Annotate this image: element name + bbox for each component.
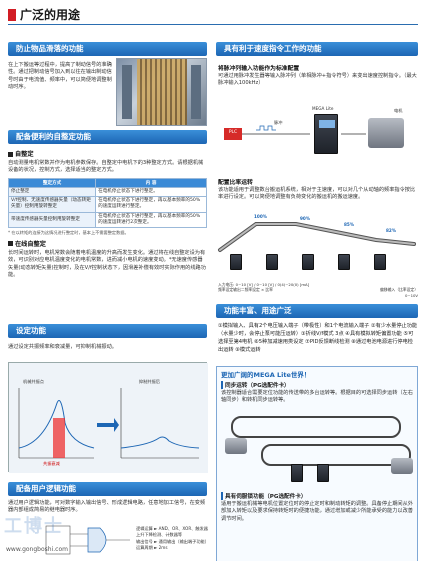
page-title: 广泛的用途 <box>8 6 80 23</box>
section-user-logic-header: 配备用户逻辑功能 <box>8 482 207 496</box>
table-header: 内 容 <box>95 177 207 188</box>
motor-image <box>368 118 404 148</box>
ratio-diagram: 100% 90% 85% 82% <box>216 214 418 280</box>
square-bullet-icon <box>8 241 13 247</box>
conveyor-diagram <box>221 408 413 490</box>
ratio-axis-2: 频率设定输出＝频率设定 × 比率 <box>218 287 273 293</box>
autotune-text: 自动测量电机常数并作为电机参数保存。自整定中电机下的3种整定方式。请根据机械设备… <box>8 160 204 174</box>
sync-run-text: 该控制器适合需要定位功能的传送带的多台运转等。根据目的可选择同步运转（左右轴同步… <box>221 390 413 404</box>
table-row: 停止整定 在电机停止状态下进行整定。 <box>7 186 207 198</box>
inverter-device <box>230 254 242 270</box>
mega-lite-world-title: 更加广阔的MEGA Lite世界！ <box>221 371 311 379</box>
section-setting-text: 通过设定共振频率和衰减量，可抑制机械振动。 <box>8 344 117 350</box>
motor-label: 电机 <box>394 108 403 113</box>
mega-lite-world-box: 更加广阔的MEGA Lite世界！ 同步运转（PG选配件卡） 该控制器适合需要定… <box>216 366 418 561</box>
pulse-input-text: 可通过用脉冲发生器等输入脉冲列（单相脉冲+指令符号）来变出速度控制指令。（最大脉… <box>218 73 417 87</box>
inverter-label: MEGA Lite <box>312 106 334 111</box>
plc-box: PLC <box>224 128 242 140</box>
title-rule <box>8 24 418 25</box>
servo-lock-subtitle: 具有伺服锁功能（PG选配件卡） <box>221 491 417 500</box>
ratio-axis-3: 偏移输入（比率设定） <box>380 287 418 293</box>
online-autotune-subtitle: 在线自整定 <box>8 239 207 248</box>
table-row: 带速度传感器矢量控制用旋转整定 在电机停止状态下进行整定，再以基本频率的50%的… <box>7 211 207 228</box>
table-header: 整定方式 <box>7 177 97 188</box>
section-autotune-header: 配备便利的自整定功能 <box>8 130 207 144</box>
section-anti-slip-header: 防止物品滑落的功能 <box>8 42 207 56</box>
title-marker <box>8 8 16 21</box>
table-row: V/f控制、无速度传感器矢量（动态转矩矢量）控制用旋转整定 在电机停止状态下进行… <box>7 196 207 213</box>
ratio-axis-1: 入力电压: 0~10 [V] / 0~10 [V] / 0(4)~20(0) [… <box>218 282 310 287</box>
section-setting-header: 设定功能 <box>8 324 207 338</box>
table-note: * 在以转矩的连接为这情况进行整定时，基本上不需要整定数据。 <box>8 229 129 235</box>
ratio-subtitle: 配置比率运转 <box>218 180 253 186</box>
online-autotune-text: 长时间运转时，电机常数会随着电机温度的升高而发生变化。通过将在线自整定设为有效，… <box>8 249 206 279</box>
section-features-header: 功能丰富、用途广泛 <box>216 304 418 318</box>
label-before: 机械共振点 <box>23 379 44 384</box>
inverter-device <box>266 254 278 270</box>
list-item: 输出信号 ► 通用输出（输出端子功能） <box>136 538 209 544</box>
inverter-device <box>302 254 314 270</box>
features-list: ①模拟输入、具有2个电压输入端子（带极性）和1个电流输入端子 ②有少水量停止功能… <box>218 323 418 353</box>
autotune-subtitle: 自整定 <box>8 149 207 158</box>
label-band: 共振衰减 <box>43 461 60 466</box>
ratio-4: 82% <box>386 228 397 233</box>
section-speed-cmd-header: 具有利于速度指令工作的功能 <box>216 42 418 56</box>
pulse-label: 脉冲 <box>274 120 283 125</box>
servo-lock-text: 适用于搬运机械等电机位置定位时的停止定时和制动转矩的调整。具备停止期间从外部加入… <box>221 500 413 522</box>
list-item: 上升下降检测、计数器等 <box>136 532 183 538</box>
label-after: 抑制共振后 <box>139 379 160 384</box>
list-item: 运算周期 ► 2ms <box>136 545 168 551</box>
ratio-axis-4: 0~10V <box>404 292 418 298</box>
autotune-table: 整定方式 内 容 停止整定 在电机停止状态下进行整定。 V/f控制、无速度传感器… <box>7 177 207 228</box>
warehouse-photo <box>116 58 207 126</box>
logic-diagram <box>44 522 134 558</box>
ratio-1: 100% <box>254 214 267 219</box>
square-bullet-icon <box>8 151 13 157</box>
pulse-input-subtitle: 将脉冲列输入功能作为标准配置 <box>218 66 300 72</box>
page-title-text: 广泛的用途 <box>20 8 81 22</box>
ratio-text: 该功能适用于调整数台搬运机系统，相对于主速度，可以对几个从动轴的频率指令按比率进… <box>218 187 416 201</box>
resonance-diagram: 机械共振点 抑制共振后 共振衰减 <box>8 362 208 473</box>
ratio-2: 90% <box>300 216 311 221</box>
logic-items: 逻辑运算 ► AND、OR、XOR、触发器 上升下降检测、计数器等 输出信号 ►… <box>136 526 209 552</box>
watermark-brand: 工博士 <box>4 516 64 537</box>
section-anti-slip-text: 在上下搬运等过程中，提高了制动信号的准确性。通过把制动信号加入到以往在输出制动信… <box>8 62 112 91</box>
pulse-diagram: PLC 脉冲 MEGA Lite 电机 <box>216 100 418 172</box>
inverter-device <box>314 114 338 154</box>
sync-run-subtitle: 同步运转（PG选配件卡） <box>221 381 417 389</box>
list-item: 逻辑运算 ► AND、OR、XOR、触发器 <box>136 526 208 531</box>
ratio-3: 85% <box>344 222 355 227</box>
inverter-device <box>374 254 386 270</box>
watermark-url: www.gongboshi.com <box>6 546 68 553</box>
inverter-device <box>338 254 350 270</box>
section-user-logic-text: 通过用户逻辑功能，可对数字输入输出信号、形成逻辑电路，任意地加工信号，在变频器内… <box>8 500 206 514</box>
